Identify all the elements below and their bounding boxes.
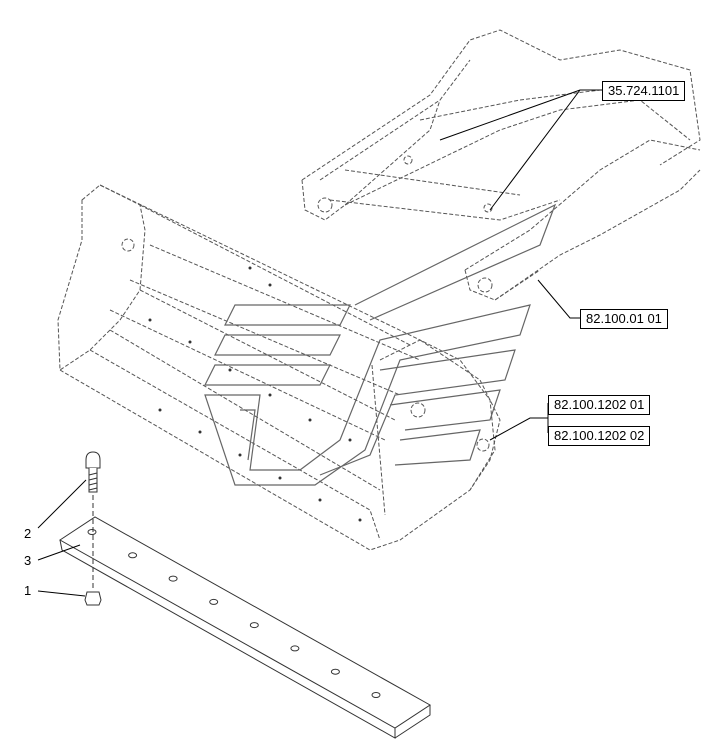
cutting-edge-hole	[209, 598, 219, 605]
cutting-edge-hole	[371, 692, 381, 698]
ref-box-pin-a[interactable]: 82.100.1202 01	[548, 395, 651, 415]
bucket-holes	[148, 266, 362, 522]
callout-leaders	[37, 479, 87, 597]
cutting-edge	[59, 516, 431, 739]
cutting-edge-hole	[249, 622, 259, 629]
ref-box-bucket[interactable]: 82.100.01 01	[580, 309, 668, 329]
cutting-edge-hole	[168, 575, 178, 582]
ref-box-boom[interactable]: 35.724.1101	[602, 81, 686, 101]
ref-box-pin-b[interactable]: 82.100.1202 02	[548, 426, 651, 446]
bolt	[85, 451, 101, 493]
cutting-edge-hole	[290, 645, 300, 652]
cutting-edge-hole	[128, 552, 138, 559]
callout-cutting-edge: 3	[24, 553, 32, 568]
boom-arms	[301, 29, 701, 301]
bucket	[57, 184, 501, 551]
watermark-logo	[204, 203, 557, 486]
callout-bolt: 2	[24, 526, 32, 541]
nut	[84, 591, 102, 606]
callout-nut: 1	[24, 583, 32, 598]
leader-lines	[439, 89, 602, 441]
cutting-edge-hole	[87, 529, 97, 535]
cutting-edge-holes	[87, 529, 381, 698]
cutting-edge-hole	[330, 668, 340, 675]
